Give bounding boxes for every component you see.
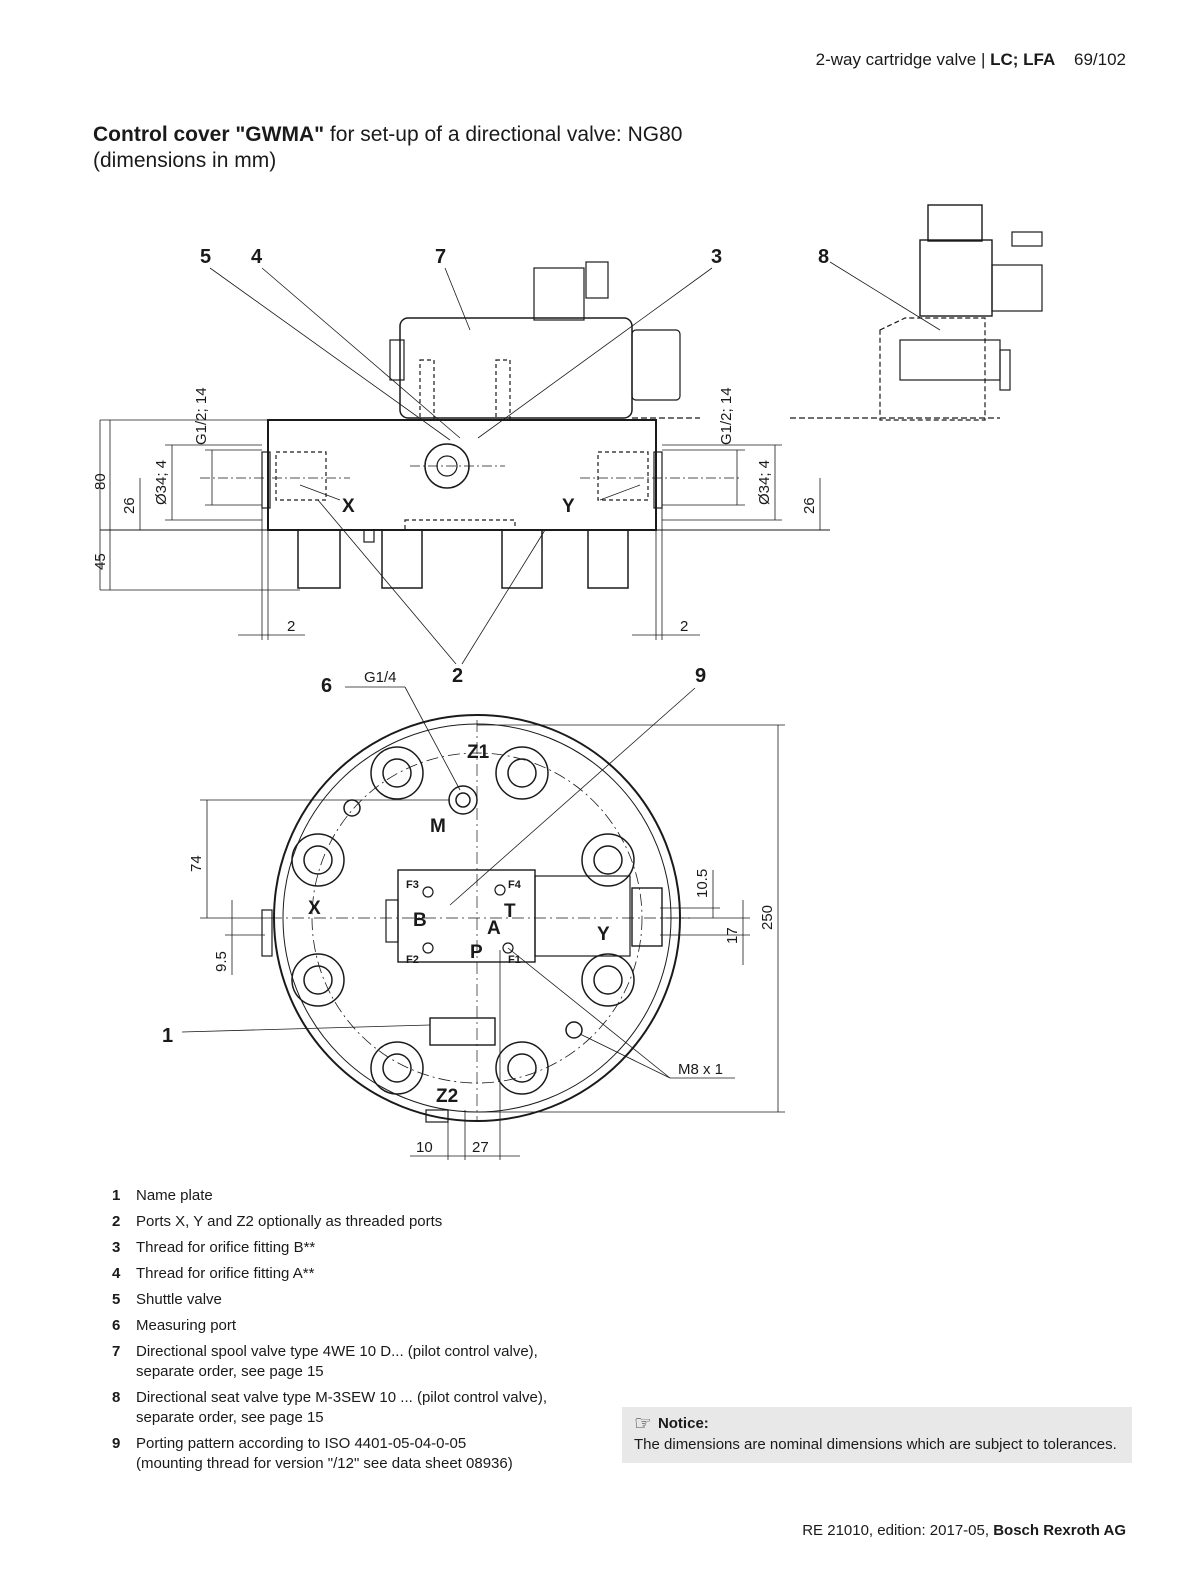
legend-number: 5 xyxy=(112,1291,121,1308)
legend-item: 7 Directional spool valve type 4WE 10 D..… xyxy=(112,1342,612,1382)
dim-g12-right: G1/2; 14 xyxy=(718,387,735,445)
legend-item: 1 Name plate xyxy=(112,1186,612,1206)
dim-9-5: 9.5 xyxy=(213,951,230,972)
legend-item: 2 Ports X, Y and Z2 optionally as threade… xyxy=(112,1212,612,1232)
title-units: (dimensions in mm) xyxy=(93,149,277,172)
seat-valve-view xyxy=(790,204,1043,421)
dim-g14: G1/4 xyxy=(364,669,397,686)
header-product: LC; LFA xyxy=(990,50,1056,69)
dim-26-left: 26 xyxy=(121,497,138,514)
callout-7: 7 xyxy=(435,246,446,268)
port-f4: F4 xyxy=(508,879,522,891)
dim-74: 74 xyxy=(188,855,205,872)
callout-2: 2 xyxy=(452,665,463,687)
legend-number: 8 xyxy=(112,1389,121,1406)
legend-text: Directional seat valve type M-3SEW 10 ..… xyxy=(136,1389,547,1406)
plan-view xyxy=(181,686,785,1160)
legend-text: Porting pattern according to ISO 4401-05… xyxy=(136,1435,467,1452)
page-footer: RE 21010, edition: 2017-05, Bosch Rexrot… xyxy=(802,1522,1126,1539)
port-x: X xyxy=(308,898,321,919)
pointing-hand-icon: ☞ xyxy=(634,1412,652,1435)
dim-27: 27 xyxy=(472,1139,489,1156)
legend-item: 8 Directional seat valve type M-3SEW 10 .… xyxy=(112,1388,612,1428)
callout-6: 6 xyxy=(321,675,332,697)
legend-text-cont: separate order, see page 15 xyxy=(136,1409,324,1426)
legend-text: Name plate xyxy=(136,1187,213,1204)
legend-item: 9 Porting pattern according to ISO 4401-0… xyxy=(112,1434,612,1474)
dim-2-right: 2 xyxy=(680,618,688,635)
port-x-top: X xyxy=(342,496,355,517)
legend-item: 5 Shuttle valve xyxy=(112,1290,612,1310)
legend-item: 3 Thread for orifice fitting B** xyxy=(112,1238,612,1258)
callout-1: 1 xyxy=(162,1025,173,1047)
legend-number: 6 xyxy=(112,1317,121,1334)
dim-250: 250 xyxy=(759,905,776,930)
legend-number: 1 xyxy=(112,1187,121,1204)
port-y: Y xyxy=(597,924,610,945)
notice-box: ☞ Notice: The dimensions are nominal dime… xyxy=(622,1407,1132,1463)
dim-45: 45 xyxy=(92,553,109,570)
dim-d34-left: Ø34; 4 xyxy=(153,460,170,505)
legend-text-cont: separate order, see page 15 xyxy=(136,1363,324,1380)
dim-10: 10 xyxy=(416,1139,433,1156)
port-z2: Z2 xyxy=(436,1086,458,1107)
port-t: T xyxy=(504,901,516,922)
legend-item: 4 Thread for orifice fitting A** xyxy=(112,1264,612,1284)
legend-text: Shuttle valve xyxy=(136,1291,222,1308)
port-y-top: Y xyxy=(562,496,575,517)
title-bold: Control cover "GWMA" xyxy=(93,123,325,146)
callout-9: 9 xyxy=(695,665,706,687)
callout-4: 4 xyxy=(251,246,263,268)
port-f2: F2 xyxy=(406,954,419,966)
callout-5: 5 xyxy=(200,246,211,268)
legend-text: Thread for orifice fitting A** xyxy=(136,1265,315,1282)
dim-m8: M8 x 1 xyxy=(678,1061,723,1078)
legend-text: Ports X, Y and Z2 optionally as threaded… xyxy=(136,1213,443,1230)
legend-number: 4 xyxy=(112,1265,121,1282)
port-m: M xyxy=(430,816,446,837)
dim-d34-right: Ø34; 4 xyxy=(756,460,773,505)
legend-item: 6 Measuring port xyxy=(112,1316,612,1336)
legend-number: 9 xyxy=(112,1435,121,1452)
legend-number: 7 xyxy=(112,1343,121,1360)
legend-text-cont: (mounting thread for version "/12" see d… xyxy=(136,1455,513,1472)
notice-title: Notice: xyxy=(657,1415,709,1432)
header-doc: 2-way cartridge valve | xyxy=(815,50,986,69)
title-rest: for set-up of a directional valve: NG80 xyxy=(324,123,683,146)
footer-company: Bosch Rexroth AG xyxy=(993,1522,1126,1539)
legend-number: 2 xyxy=(112,1213,121,1230)
legend-number: 3 xyxy=(112,1239,121,1256)
page-header: 2-way cartridge valve | LC; LFA 69/102 xyxy=(816,50,1126,70)
footer-ref: RE 21010, edition: 2017-05, xyxy=(802,1522,990,1539)
dim-2-left: 2 xyxy=(287,618,295,635)
page-title: Control cover "GWMA" for set-up of a dir… xyxy=(93,122,682,174)
dim-17: 17 xyxy=(724,927,741,944)
legend-text: Thread for orifice fitting B** xyxy=(136,1239,316,1256)
page-number: 69/102 xyxy=(1074,50,1126,69)
dim-g12-left: G1/2; 14 xyxy=(193,387,210,445)
port-f3: F3 xyxy=(406,879,419,891)
legend-text: Measuring port xyxy=(136,1317,237,1334)
side-view xyxy=(99,261,941,665)
port-a: A xyxy=(487,918,501,939)
port-z1: Z1 xyxy=(467,742,490,763)
notice-text: The dimensions are nominal dimensions wh… xyxy=(634,1436,1117,1453)
legend-text: Directional spool valve type 4WE 10 D...… xyxy=(136,1343,538,1360)
dim-10-5: 10.5 xyxy=(694,869,711,898)
dim-80: 80 xyxy=(92,473,109,490)
dim-26-right: 26 xyxy=(801,497,818,514)
port-f1: F1 xyxy=(508,954,521,966)
port-b: B xyxy=(413,910,427,931)
callout-3: 3 xyxy=(711,246,722,268)
legend-list: 1 Name plate 2 Ports X, Y and Z2 optionall… xyxy=(112,1186,612,1480)
callout-8: 8 xyxy=(818,246,829,268)
port-p: P xyxy=(470,942,483,963)
